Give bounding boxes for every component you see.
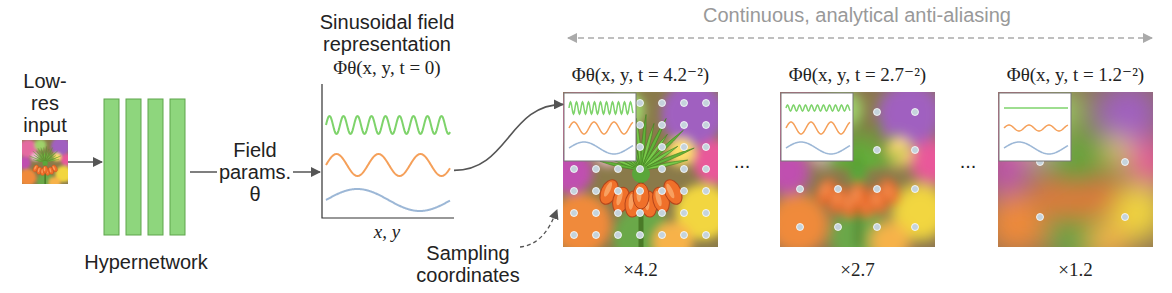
field-plot-box: Sinusoidal field representationΦθ(x, y, … [320,82,454,218]
range-title: Continuous, analytical anti-aliasing [647,4,1067,26]
field-formula: Φθ(x, y, t = 2.7⁻²) [753,64,963,86]
inset-plot [564,93,636,161]
text-stack: Φθ(x, y, t = 2.7⁻²) [753,62,963,86]
network-layers [104,99,185,235]
image-box: Φθ(x, y, t = 1.2⁻²)×1.2 [998,92,1153,247]
axis-label: x, y [347,221,427,243]
inset-plot [999,93,1071,161]
ellipsis: ... [722,150,762,172]
range-arrow [568,37,1152,39]
text-stack: Low-res input [13,70,77,136]
image-box: Φθ(x, y, t = 4.2⁻²)×4.2 [563,92,718,247]
text-stack: Φθ(x, y, t = 4.2⁻²) [536,62,746,86]
scale-label: ×2.7 [808,259,908,281]
text-stack: Hypernetwork [61,251,231,273]
connector-arrow [454,104,563,170]
hypernetwork-box: Hypernetwork [102,97,190,237]
text-stack: Φθ(x, y, t = 1.2⁻²) [971,62,1172,86]
image-panel [549,82,737,267]
text-stack: Sinusoidal field representationΦθ(x, y, … [297,11,477,79]
callout-label: Sampling coordinates [409,242,527,286]
field-formula: Φθ(x, y, t = 0) [297,57,477,79]
scale-label: ×1.2 [1026,259,1126,281]
text-stack: ×4.2 [591,259,691,281]
leader-line [520,210,557,247]
input-thumbnail [18,137,74,190]
image-panel [766,82,954,267]
input-label: Low-res input [13,70,77,136]
field-formula: Φθ(x, y, t = 4.2⁻²) [536,64,746,86]
field-formula: Φθ(x, y, t = 1.2⁻²) [971,64,1172,86]
text-stack: x, y [347,221,427,243]
field-plot [322,84,454,218]
text-stack: ×1.2 [1026,259,1126,281]
network-label: Hypernetwork [61,251,231,273]
edge-label: Field params. θ [217,139,293,205]
input-image: Low-res input [22,140,68,184]
connector-arrow [68,161,102,163]
image-panel [984,82,1172,267]
scale-label: ×4.2 [591,259,691,281]
ellipsis: ... [948,150,988,172]
image-box: Φθ(x, y, t = 2.7⁻²)×2.7 [780,92,935,247]
text-stack: ×2.7 [808,259,908,281]
inset-plot [781,93,853,161]
plot-heading: Sinusoidal field representation [297,11,477,55]
